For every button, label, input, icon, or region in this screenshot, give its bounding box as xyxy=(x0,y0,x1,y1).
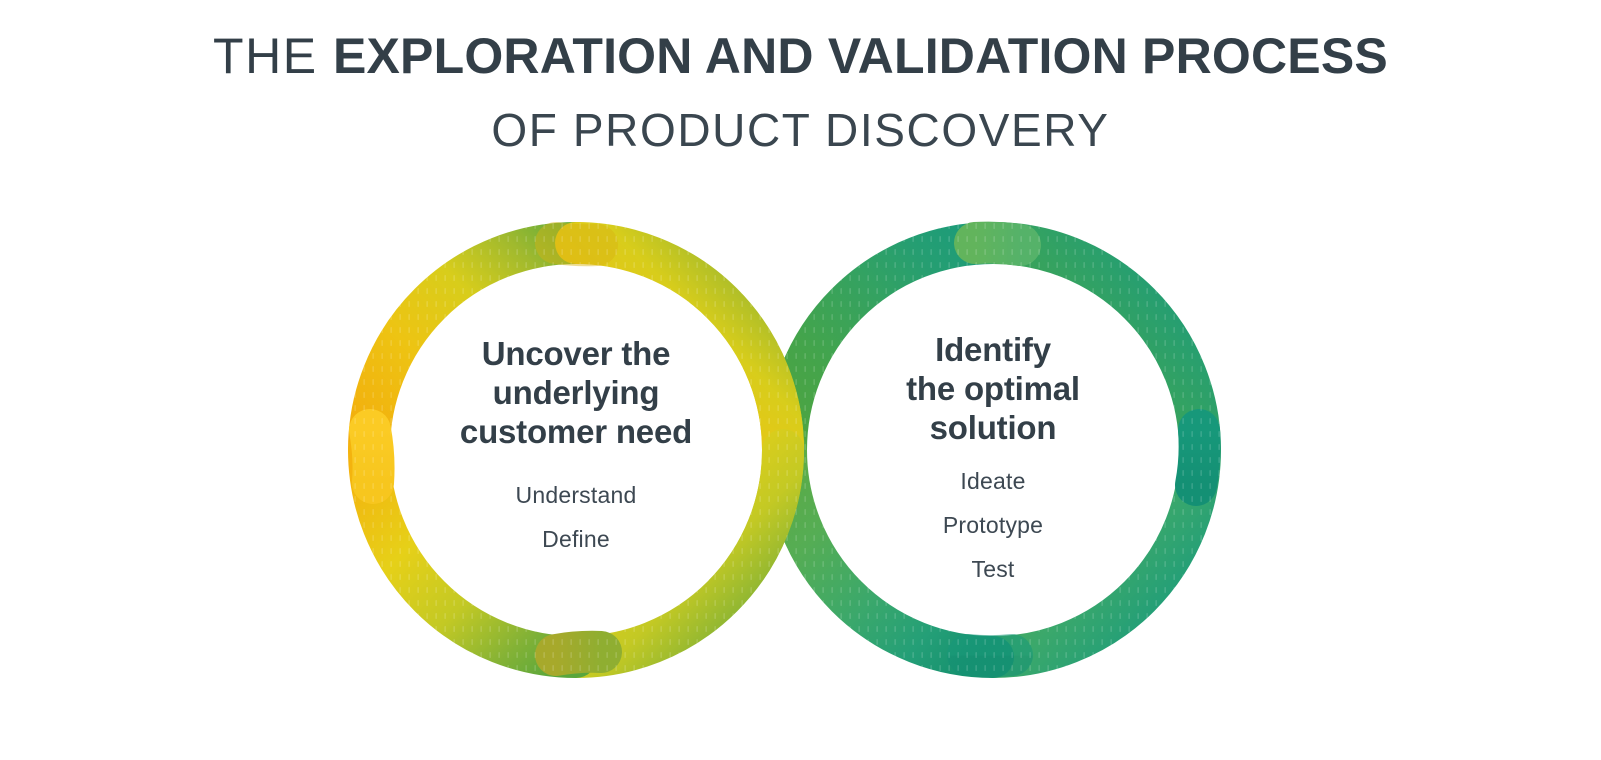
left-loop-content: Uncover the underlying customer need Und… xyxy=(416,334,736,561)
page-title-emphasis: EXPLORATION AND VALIDATION PROCESS xyxy=(332,28,1388,84)
right-loop-heading: Identify the optimal solution xyxy=(833,330,1153,447)
title-block: THE EXPLORATION AND VALIDATION PROCESS O… xyxy=(0,26,1601,158)
page-title-prefix: THE xyxy=(213,28,333,84)
right-loop-heading-line-3: solution xyxy=(929,409,1057,446)
left-loop-heading-line-3: customer need xyxy=(459,413,693,450)
left-loop-heading-line-2: underlying xyxy=(492,374,660,411)
page-title-line-1: THE EXPLORATION AND VALIDATION PROCESS xyxy=(0,26,1601,86)
right-loop-step-1: Ideate xyxy=(960,468,1026,494)
right-loop-steps: Ideate Prototype Test xyxy=(833,459,1153,591)
right-loop-heading-line-2: the optimal xyxy=(906,370,1080,407)
left-loop-heading: Uncover the underlying customer need xyxy=(416,334,736,451)
left-loop-step-2: Define xyxy=(542,526,610,552)
right-loop-step-2: Prototype xyxy=(942,512,1044,538)
left-loop-heading-line-1: Uncover the xyxy=(481,335,671,372)
right-loop-step-3: Test xyxy=(971,556,1015,582)
left-loop-step-1: Understand xyxy=(515,482,637,508)
left-loop-crossover-overlay xyxy=(348,222,804,678)
left-loop-steps: Understand Define xyxy=(416,473,736,561)
right-loop-content: Identify the optimal solution Ideate Pro… xyxy=(833,330,1153,591)
right-loop-heading-line-1: Identify xyxy=(935,331,1051,368)
page-subtitle: OF PRODUCT DISCOVERY xyxy=(491,104,1110,156)
